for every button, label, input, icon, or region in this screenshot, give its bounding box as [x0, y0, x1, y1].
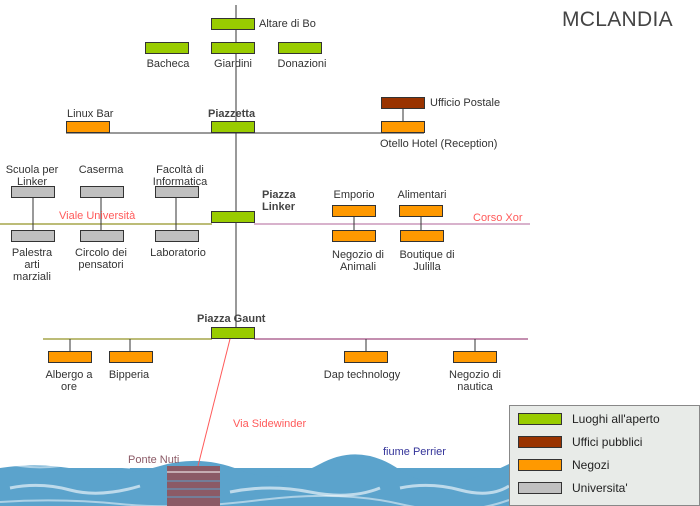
place-caserma[interactable] [80, 186, 124, 198]
place-palestra[interactable] [11, 230, 55, 242]
label-altare-di-bo: Altare di Bo [259, 18, 316, 30]
label-albergo: Albergo a ore [45, 369, 93, 393]
label-scuola-per-linker: Scuola per Linker [5, 164, 59, 188]
place-ufficio-postale[interactable] [381, 97, 425, 109]
place-negozio-nautica[interactable] [453, 351, 497, 363]
place-boutique[interactable] [400, 230, 444, 242]
legend-label: Negozi [572, 458, 610, 472]
legend-item-shops: Negozi [518, 458, 609, 472]
place-giardini[interactable] [211, 42, 255, 54]
label-fiume-perrier: fiume Perrier [383, 446, 446, 458]
place-donazioni[interactable] [278, 42, 322, 54]
legend-label: Uffici pubblici [572, 435, 643, 449]
label-piazzetta: Piazzetta [208, 108, 256, 120]
map-title: MCLANDIA [562, 8, 673, 31]
legend-label: Universita' [572, 481, 628, 495]
place-albergo[interactable] [48, 351, 92, 363]
place-bacheca[interactable] [145, 42, 189, 54]
label-palestra: Palestra arti marziali [11, 247, 53, 283]
river [0, 454, 510, 506]
label-piazza-linker: Piazza Linker [262, 189, 296, 213]
legend-item-public-offices: Uffici pubblici [518, 435, 642, 449]
label-giardini: Giardini [214, 58, 252, 70]
label-bacheca: Bacheca [146, 58, 190, 70]
place-alimentari[interactable] [399, 205, 443, 217]
legend-swatch [518, 459, 562, 471]
label-negozio-nautica: Negozio di nautica [449, 369, 501, 393]
label-otello-hotel: Otello Hotel (Reception) [380, 138, 498, 150]
label-circolo: Circolo dei pensatori [75, 247, 127, 271]
legend-swatch [518, 413, 562, 425]
label-bipperia: Bipperia [108, 369, 150, 381]
label-dap-technology: Dap technology [323, 369, 401, 381]
label-piazza-gaunt: Piazza Gaunt [197, 313, 266, 325]
label-laboratorio: Laboratorio [150, 247, 206, 259]
place-emporio[interactable] [332, 205, 376, 217]
legend-label: Luoghi all'aperto [572, 412, 660, 426]
label-via-sidewinder: Via Sidewinder [233, 418, 307, 430]
legend-swatch [518, 436, 562, 448]
place-facolta-informatica[interactable] [155, 186, 199, 198]
legend-item-university: Universita' [518, 481, 628, 495]
legend-item-outdoor: Luoghi all'aperto [518, 412, 660, 426]
label-negozio-animali: Negozio di Animali [332, 249, 384, 273]
via-sidewinder-road [197, 338, 231, 467]
place-piazzetta[interactable] [211, 121, 255, 133]
place-altare-di-bo[interactable] [211, 18, 255, 30]
label-ponte-nuti: Ponte Nuti [128, 454, 180, 466]
label-linux-bar: Linux Bar [67, 108, 114, 120]
label-alimentari: Alimentari [397, 189, 447, 201]
place-bipperia[interactable] [109, 351, 153, 363]
bridge-ponte-nuti [167, 466, 220, 506]
place-scuola-per-linker[interactable] [11, 186, 55, 198]
place-linux-bar[interactable] [66, 121, 110, 133]
place-circolo[interactable] [80, 230, 124, 242]
label-boutique: Boutique di Julilla [399, 249, 455, 273]
label-emporio: Emporio [333, 189, 375, 201]
label-ufficio-postale: Ufficio Postale [430, 97, 501, 109]
label-donazioni: Donazioni [277, 58, 327, 70]
place-piazza-gaunt[interactable] [211, 327, 255, 339]
label-facolta-informatica: Facoltà di Informatica [152, 164, 208, 188]
place-laboratorio[interactable] [155, 230, 199, 242]
place-negozio-animali[interactable] [332, 230, 376, 242]
label-corso-xor: Corso Xor [473, 212, 523, 224]
place-piazza-linker[interactable] [211, 211, 255, 223]
place-otello-hotel[interactable] [381, 121, 425, 133]
label-viale-universita: Viale Università [59, 210, 136, 222]
legend-swatch [518, 482, 562, 494]
place-dap-technology[interactable] [344, 351, 388, 363]
legend: Luoghi all'aperto Uffici pubblici Negozi… [509, 405, 700, 506]
label-caserma: Caserma [78, 164, 124, 176]
